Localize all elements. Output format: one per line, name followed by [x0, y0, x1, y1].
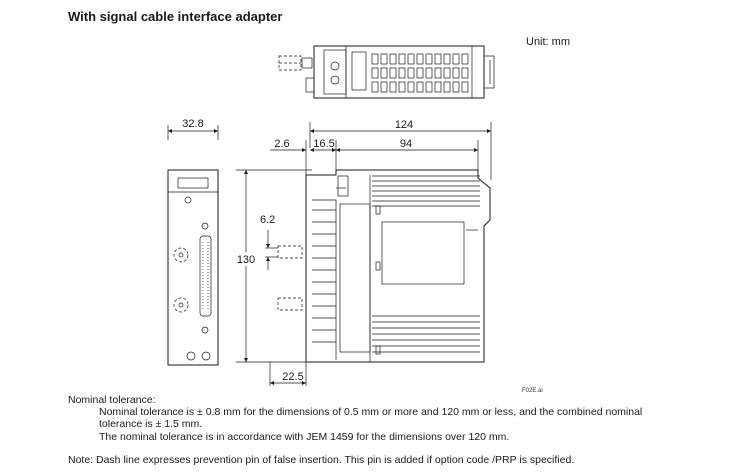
top-fins: [371, 53, 469, 93]
front-view: 32.8: [167, 118, 219, 366]
vents-bottom: [372, 315, 480, 353]
notes-heading: Nominal tolerance:: [68, 394, 156, 406]
figure-id: F02E.ai: [522, 388, 543, 392]
dim-bottom-offset: 22.5: [282, 371, 303, 383]
side-view: 124 2.6 16.5 94 130 6.2: [232, 119, 543, 392]
side-fins: [312, 209, 336, 343]
top-view: [278, 45, 495, 99]
dim-front-width: 32.8: [182, 118, 203, 130]
drawing-title: With signal cable interface adapter: [68, 9, 283, 24]
vents-top: [372, 175, 480, 207]
tolerance-notes: Nominal tolerance: Nominal tolerance is …: [68, 394, 728, 443]
dim-body-depth: 94: [400, 138, 412, 150]
notes-line-1: Nominal tolerance is ± 0.8 mm for the di…: [99, 406, 643, 419]
dim-base-depth: 16.5: [313, 138, 334, 150]
dim-height: 130: [237, 254, 255, 266]
prevention-pin-note: Note: Dash line expresses prevention pin…: [68, 454, 575, 466]
notes-line-3: The nominal tolerance is in accordance w…: [99, 430, 510, 443]
dim-pin-height: 6.2: [260, 214, 275, 226]
unit-label: Unit: mm: [526, 36, 570, 48]
dimension-drawing: 32.8 124 2.6 16.5: [167, 45, 543, 392]
notes-line-2: tolerance is ± 1.5 mm.: [99, 418, 203, 431]
connector-pins: [202, 242, 209, 310]
dim-total-length: 124: [395, 119, 413, 131]
dim-offset-left: 2.6: [274, 138, 289, 150]
